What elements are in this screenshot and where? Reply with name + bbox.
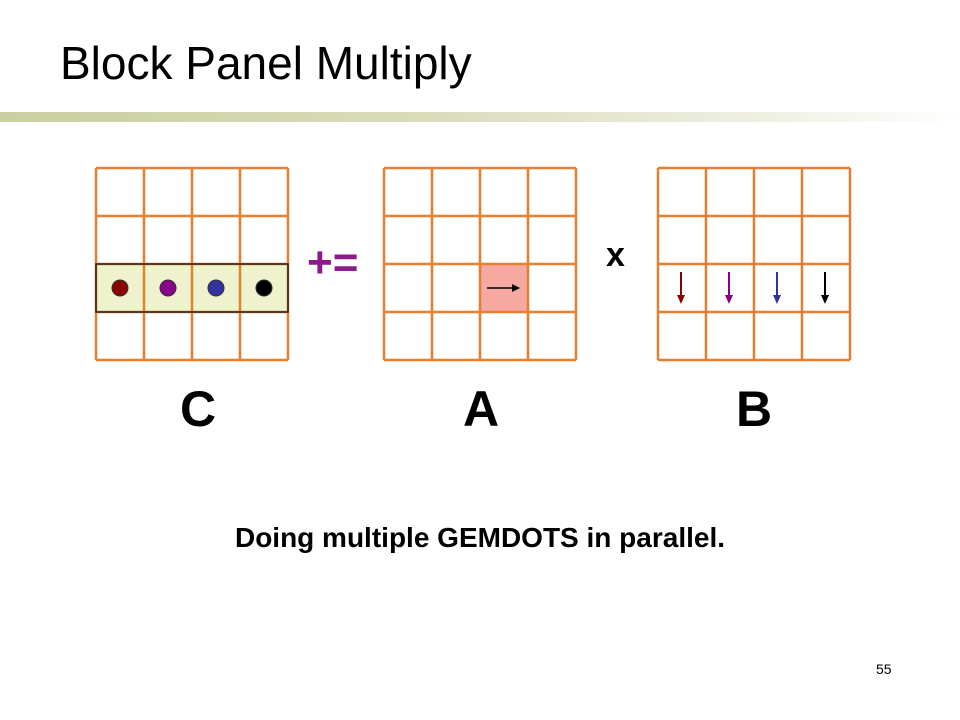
matrix-a-label: A — [462, 381, 500, 437]
matrix-b-label: B — [735, 381, 773, 437]
dot-2 — [159, 279, 177, 297]
multiply-operator: x — [606, 236, 625, 274]
down-arrow-icon-1 — [677, 272, 685, 304]
matrix-b-grid — [656, 166, 852, 362]
down-arrow-icon-3 — [773, 272, 781, 304]
dot-3 — [207, 279, 225, 297]
right-arrow-icon — [487, 284, 520, 292]
page-number: 55 — [876, 661, 892, 677]
accumulate-operator: += — [307, 238, 359, 287]
matrix-a-grid — [382, 166, 578, 362]
matrix-c-label: C — [179, 381, 217, 437]
down-arrow-icon-2 — [725, 272, 733, 304]
matrix-b — [656, 166, 852, 362]
slide-title: Block Panel Multiply — [60, 37, 472, 89]
dot-1 — [111, 279, 129, 297]
matrix-c — [94, 166, 290, 362]
dot-4 — [255, 279, 273, 297]
down-arrow-icon-4 — [821, 272, 829, 304]
slide-caption: Doing multiple GEMDOTS in parallel. — [234, 522, 726, 553]
matrix-a — [382, 166, 578, 362]
title-underline-bar — [0, 112, 960, 122]
